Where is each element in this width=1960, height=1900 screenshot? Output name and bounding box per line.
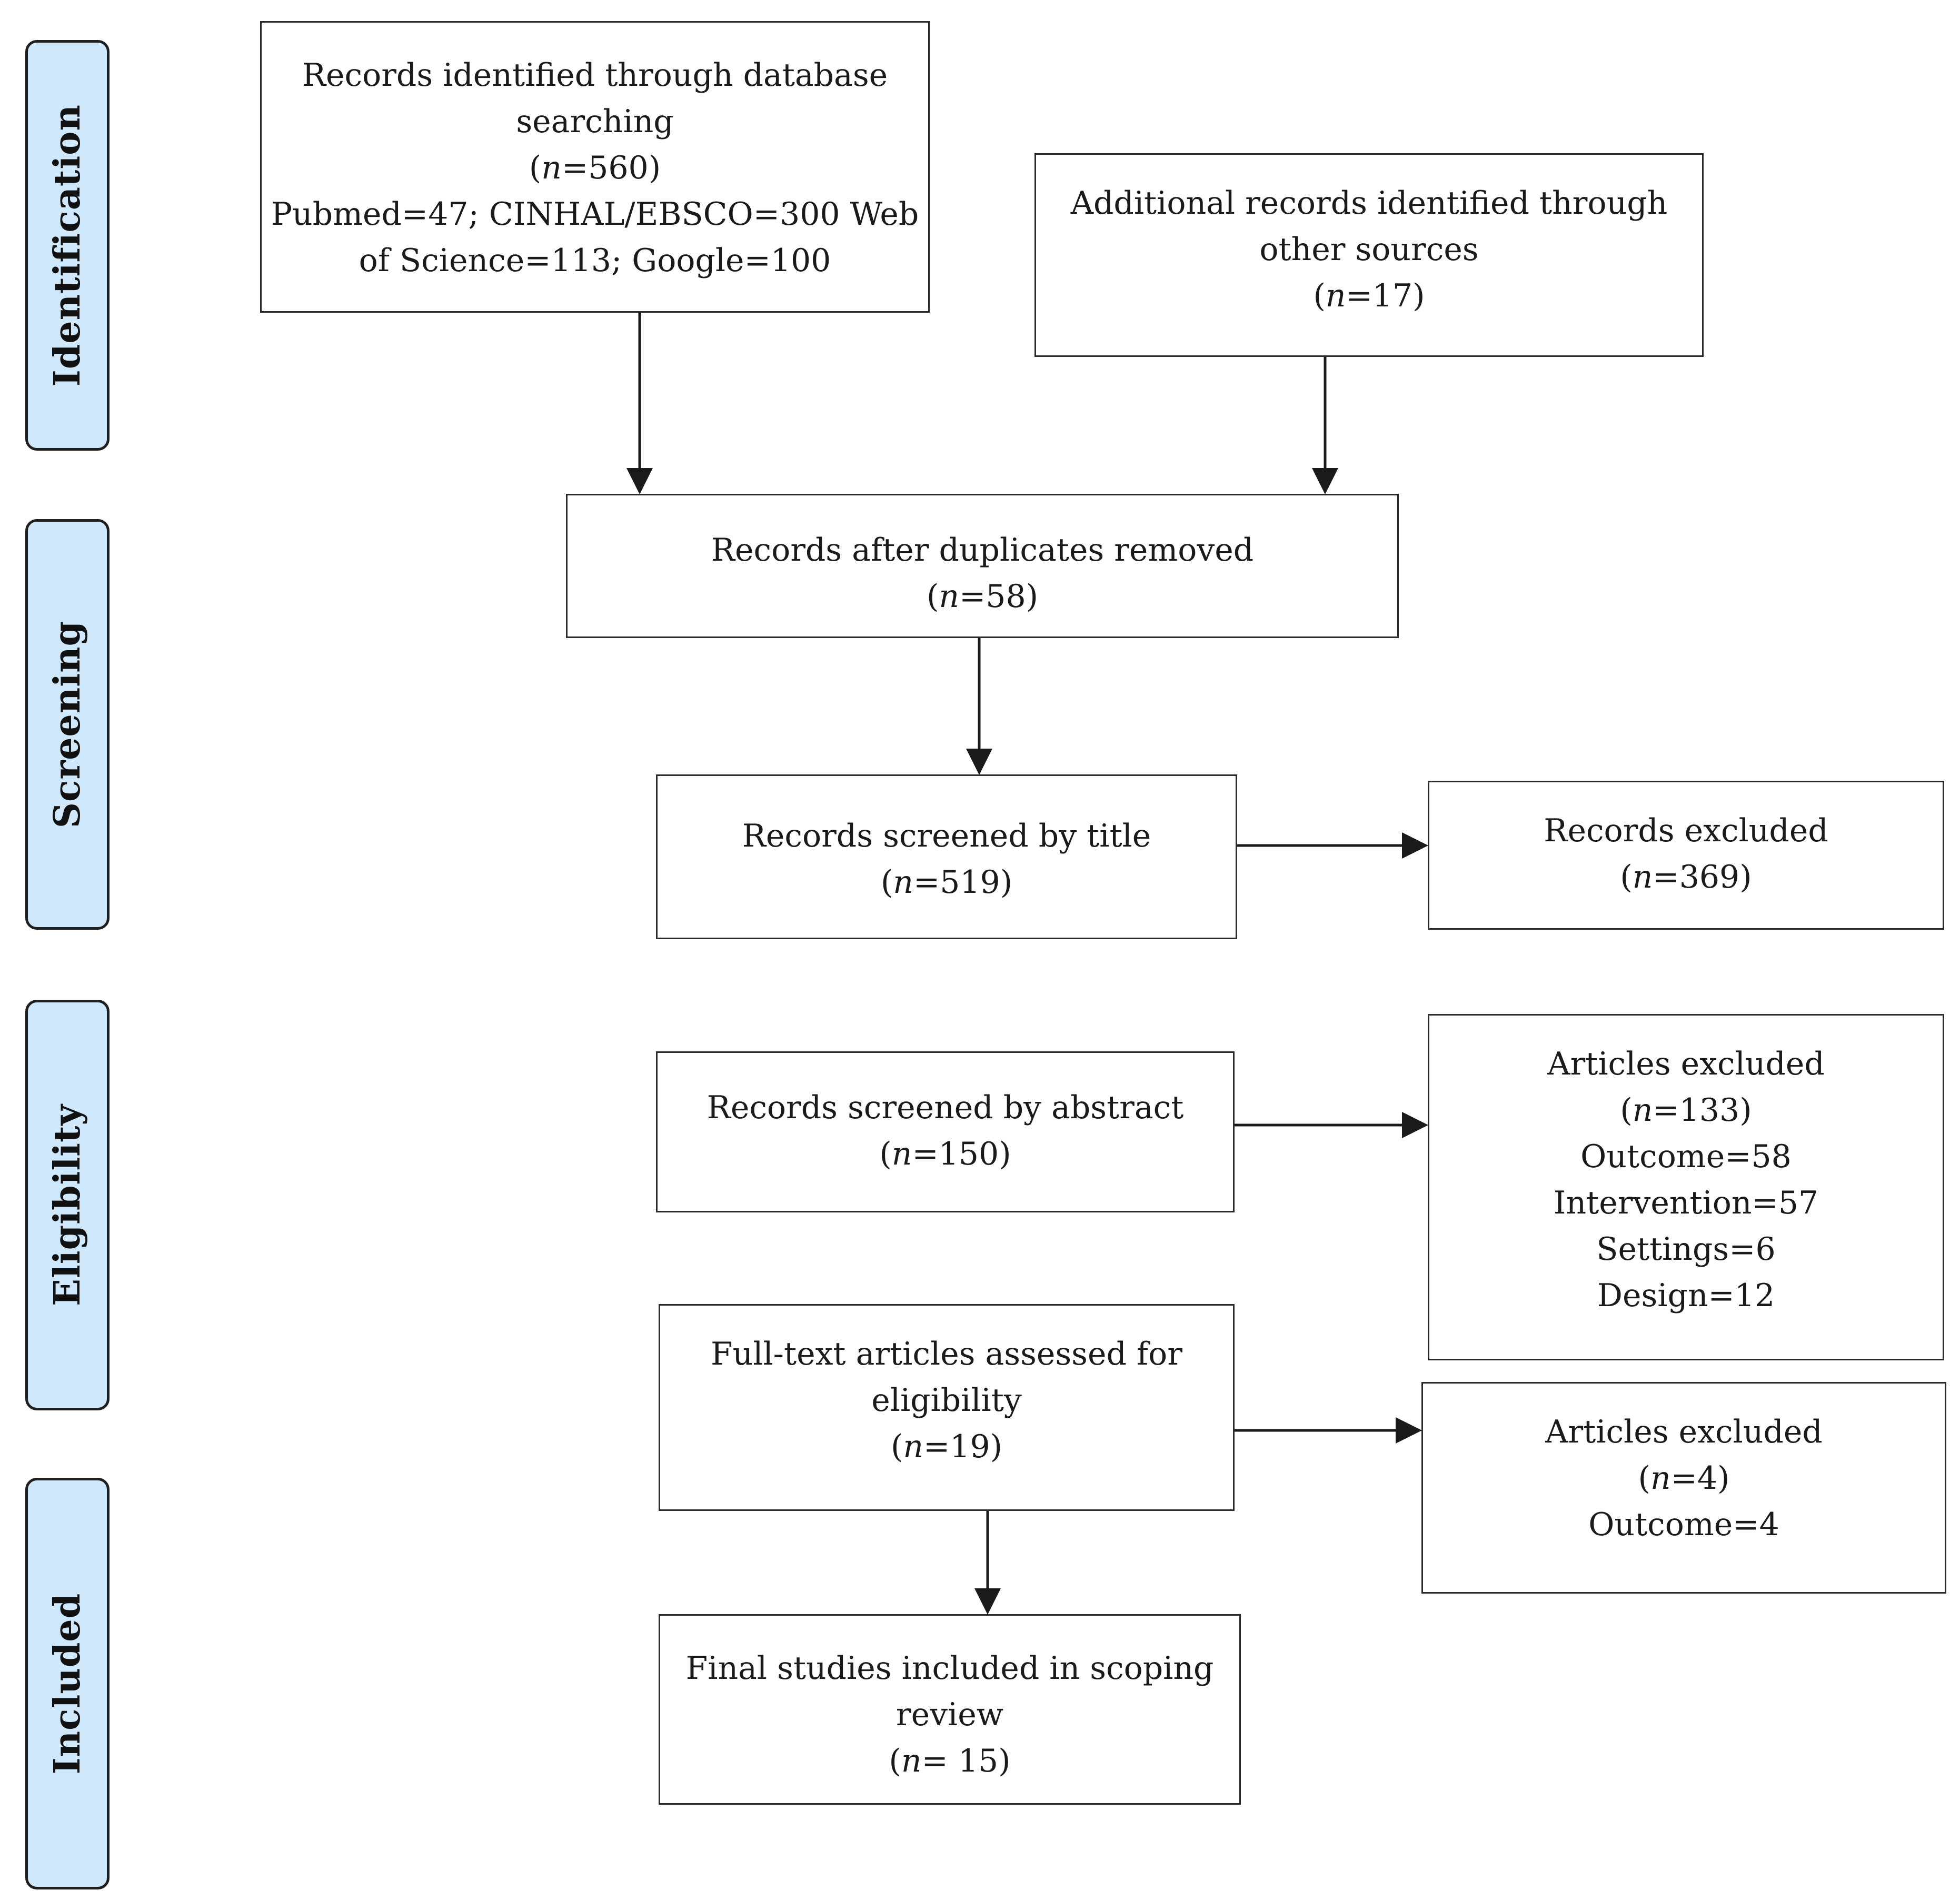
box-articles-excluded-fulltext: Articles excluded (n=4) Outcome=4 <box>1421 1382 1946 1594</box>
final-included-line2: review <box>896 1696 1004 1733</box>
box-other-sources: Additional records identified through ot… <box>1034 153 1704 357</box>
database-search-line2: searching <box>516 103 674 140</box>
full-text-count: (n=19) <box>890 1428 1003 1465</box>
records-excluded-count: (n=369) <box>1620 859 1752 896</box>
screened-title-count: (n=519) <box>880 864 1013 901</box>
database-search-line1: Records identified through database <box>302 57 888 94</box>
articles-excluded-abstract-line1: Articles excluded <box>1547 1046 1825 1082</box>
screened-abstract-line1: Records screened by abstract <box>707 1089 1184 1126</box>
database-search-line5: of Science=113; Google=100 <box>359 242 831 279</box>
duplicates-removed-count: (n=58) <box>926 578 1039 615</box>
stage-identification: Identification <box>25 40 110 451</box>
articles-excluded-fulltext-count: (n=4) <box>1638 1460 1730 1497</box>
records-excluded-line1: Records excluded <box>1544 812 1828 849</box>
final-included-line1: Final studies included in scoping <box>685 1650 1214 1687</box>
final-included-count: (n= 15) <box>889 1743 1011 1779</box>
box-screened-abstract: Records screened by abstract (n=150) <box>656 1051 1235 1212</box>
stage-included: Included <box>25 1478 110 1889</box>
duplicates-removed-line1: Records after duplicates removed <box>711 532 1254 569</box>
database-search-line4: Pubmed=47; CINHAL/EBSCO=300 Web <box>271 196 919 233</box>
full-text-line1: Full-text articles assessed for <box>711 1336 1182 1372</box>
box-final-included: Final studies included in scoping review… <box>659 1614 1241 1805</box>
screened-title-line1: Records screened by title <box>742 818 1151 854</box>
other-sources-line2: other sources <box>1259 231 1479 268</box>
articles-excluded-abstract-line6: Design=12 <box>1597 1277 1775 1314</box>
database-search-count: (n=560) <box>529 150 661 186</box>
box-duplicates-removed: Records after duplicates removed (n=58) <box>566 494 1399 638</box>
screened-abstract-count: (n=150) <box>879 1136 1011 1172</box>
box-articles-excluded-abstract: Articles excluded (n=133) Outcome=58 Int… <box>1428 1014 1944 1360</box>
box-full-text: Full-text articles assessed for eligibil… <box>659 1304 1235 1511</box>
full-text-line2: eligibility <box>871 1382 1022 1419</box>
stage-eligibility: Eligibility <box>25 1000 110 1410</box>
articles-excluded-abstract-line3: Outcome=58 <box>1580 1138 1792 1175</box>
box-database-search: Records identified through database sear… <box>260 21 930 313</box>
box-screened-title: Records screened by title (n=519) <box>656 774 1237 939</box>
articles-excluded-abstract-line4: Intervention=57 <box>1553 1185 1819 1221</box>
other-sources-line1: Additional records identified through <box>1070 185 1668 222</box>
stage-screening: Screening <box>25 519 110 930</box>
articles-excluded-abstract-line5: Settings=6 <box>1596 1231 1776 1268</box>
other-sources-count: (n=17) <box>1313 277 1425 314</box>
articles-excluded-fulltext-line1: Articles excluded <box>1545 1414 1823 1450</box>
articles-excluded-fulltext-line3: Outcome=4 <box>1588 1506 1779 1543</box>
articles-excluded-abstract-count: (n=133) <box>1620 1092 1752 1129</box>
box-records-excluded: Records excluded (n=369) <box>1428 781 1944 930</box>
